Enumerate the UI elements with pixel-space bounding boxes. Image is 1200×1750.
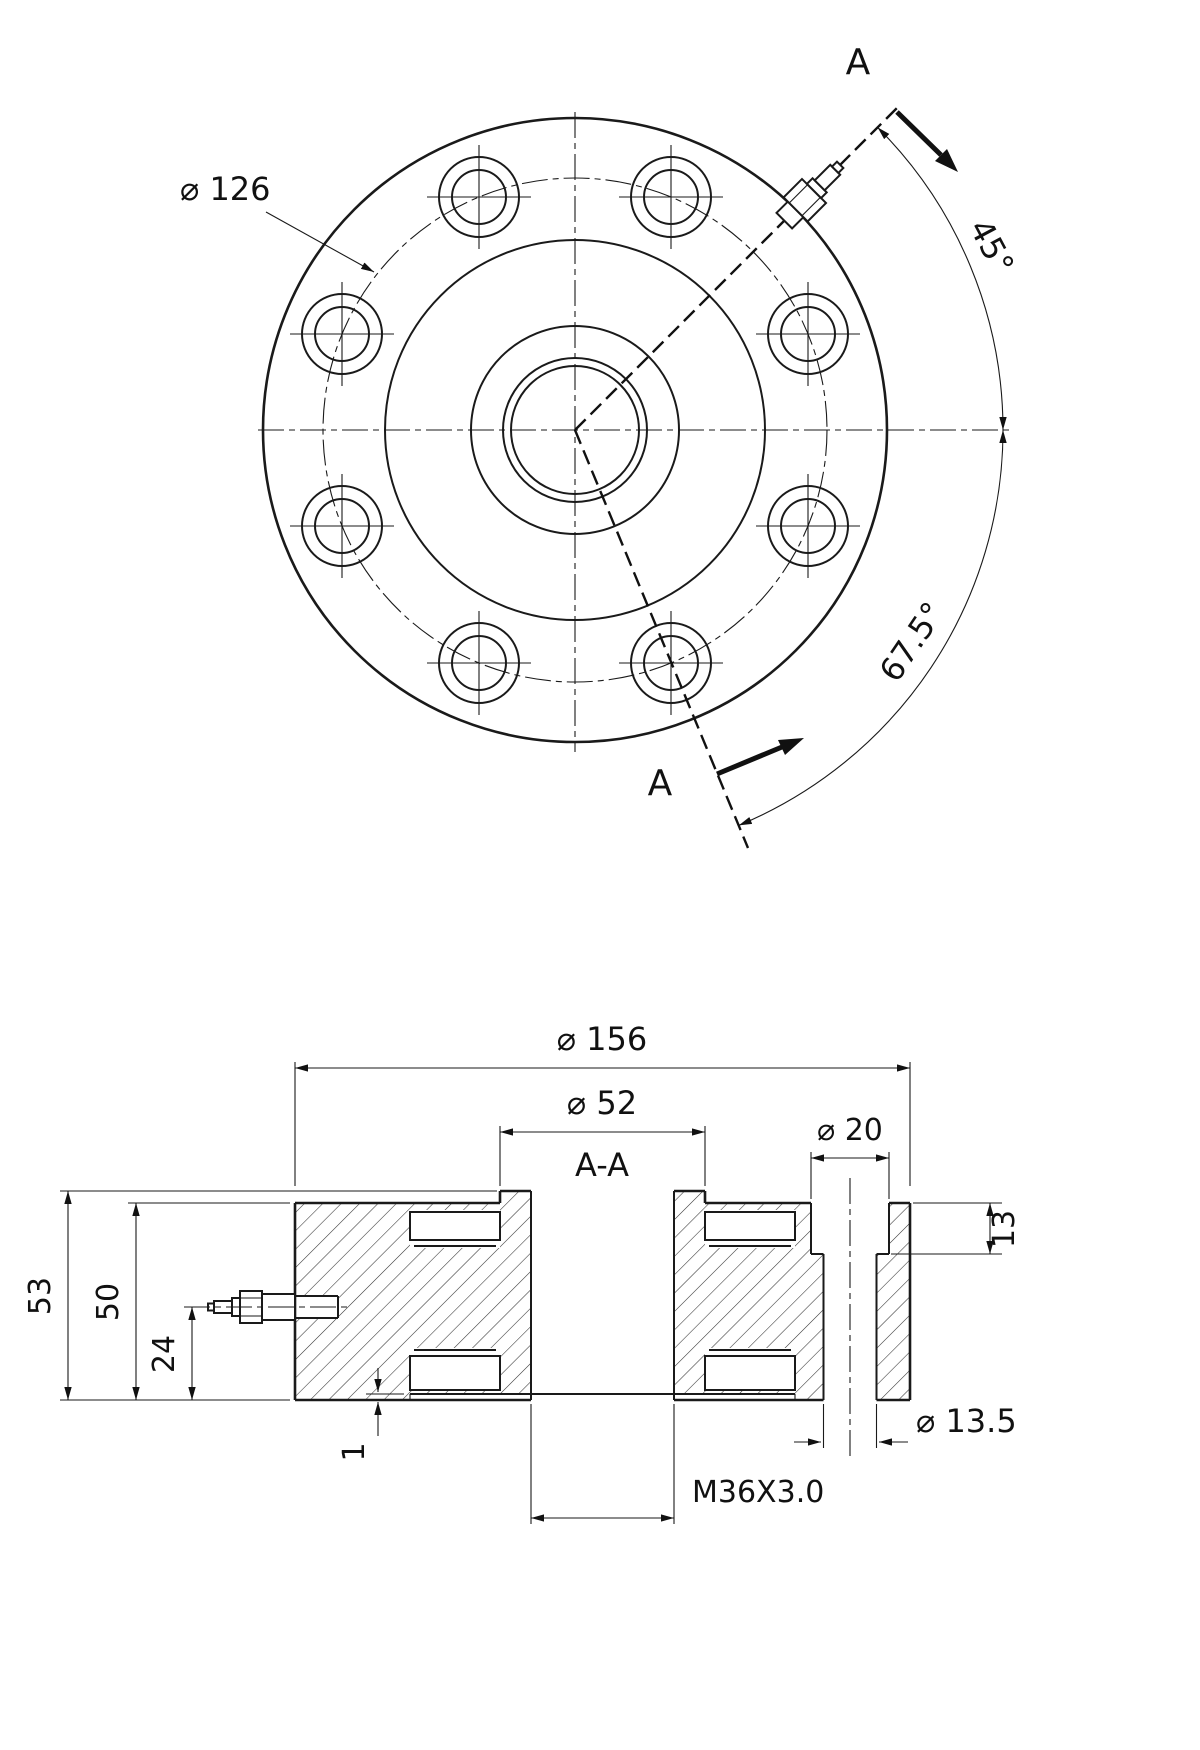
- bolt-hole: [290, 474, 394, 578]
- cable-connector-top-view: [775, 160, 845, 230]
- dim-connector-height: 24: [147, 1307, 196, 1400]
- dim-24-label: 24: [147, 1335, 182, 1373]
- dim-13-label: 13: [987, 1210, 1022, 1248]
- dim-13-5-label: ⌀ 13.5: [916, 1402, 1017, 1440]
- section-line-upper: [574, 107, 898, 431]
- dim-1-label: 1: [337, 1442, 372, 1461]
- angle-45-arc: [877, 127, 1007, 431]
- bolt-hole: [756, 474, 860, 578]
- dim-gap: 1: [337, 1368, 404, 1462]
- dim-thread: M36X3.0: [530, 1404, 824, 1524]
- bolt-hole: [427, 611, 531, 715]
- bolt-hole: [619, 145, 723, 249]
- angle-67-label: 67.5°: [872, 595, 952, 689]
- thread-minor-circle: [510, 365, 640, 495]
- thread-hole-cutout: [531, 1191, 674, 1400]
- flexure-gap-cutout: [410, 1394, 795, 1400]
- dim-156-label: ⌀ 156: [557, 1020, 648, 1058]
- dim-counterbore-diameter: ⌀ 20: [810, 1113, 890, 1199]
- dim-20-label: ⌀ 20: [817, 1113, 883, 1148]
- gauge-pockets: [409, 1211, 796, 1391]
- bolt-hole-section-outline: [810, 1203, 890, 1400]
- bolt-hole: [427, 145, 531, 249]
- dim-50-label: 50: [91, 1283, 126, 1321]
- center-boss-circle: [470, 325, 680, 535]
- dim-counterbore-depth: 13: [891, 1202, 1022, 1255]
- section-label-upper: A: [846, 42, 871, 83]
- section-view: ⌀ 156 ⌀ 52 A-A ⌀ 20 13: [23, 1020, 1022, 1524]
- section-arrow-lower: [716, 738, 804, 777]
- section-label-lower: A: [648, 763, 673, 804]
- dim-thread-label: M36X3.0: [692, 1475, 824, 1510]
- bolt-hole: [756, 282, 860, 386]
- dim-53-label: 53: [23, 1277, 58, 1315]
- bolt-holes: [290, 145, 860, 715]
- dim-total-height: 53: [23, 1190, 497, 1401]
- angle-45-label: 45°: [962, 213, 1022, 281]
- thread-major-circle: [502, 357, 648, 503]
- top-view: A A ⌀ 126 45° 67.5°: [180, 42, 1022, 849]
- dim-52-label: ⌀ 52: [567, 1084, 637, 1122]
- section-title: A-A: [575, 1146, 629, 1184]
- angle-67-arc: [738, 429, 1007, 826]
- thread-hole-walls: [530, 1191, 675, 1400]
- dim-body-height: 50: [91, 1202, 290, 1400]
- connector-bore: [295, 1295, 339, 1319]
- dim-outer-diameter: ⌀ 156: [294, 1020, 911, 1186]
- dim-bolt-hole-diameter: ⌀ 13.5: [794, 1402, 1017, 1448]
- bolt-hole: [290, 282, 394, 386]
- section-arrow-upper: [895, 110, 958, 172]
- bolt-circle-diameter-label: ⌀ 126: [180, 170, 271, 208]
- section-line-lower: [573, 429, 750, 849]
- bolt-circle-leader: [265, 211, 375, 273]
- dim-boss-diameter: ⌀ 52: [499, 1084, 706, 1186]
